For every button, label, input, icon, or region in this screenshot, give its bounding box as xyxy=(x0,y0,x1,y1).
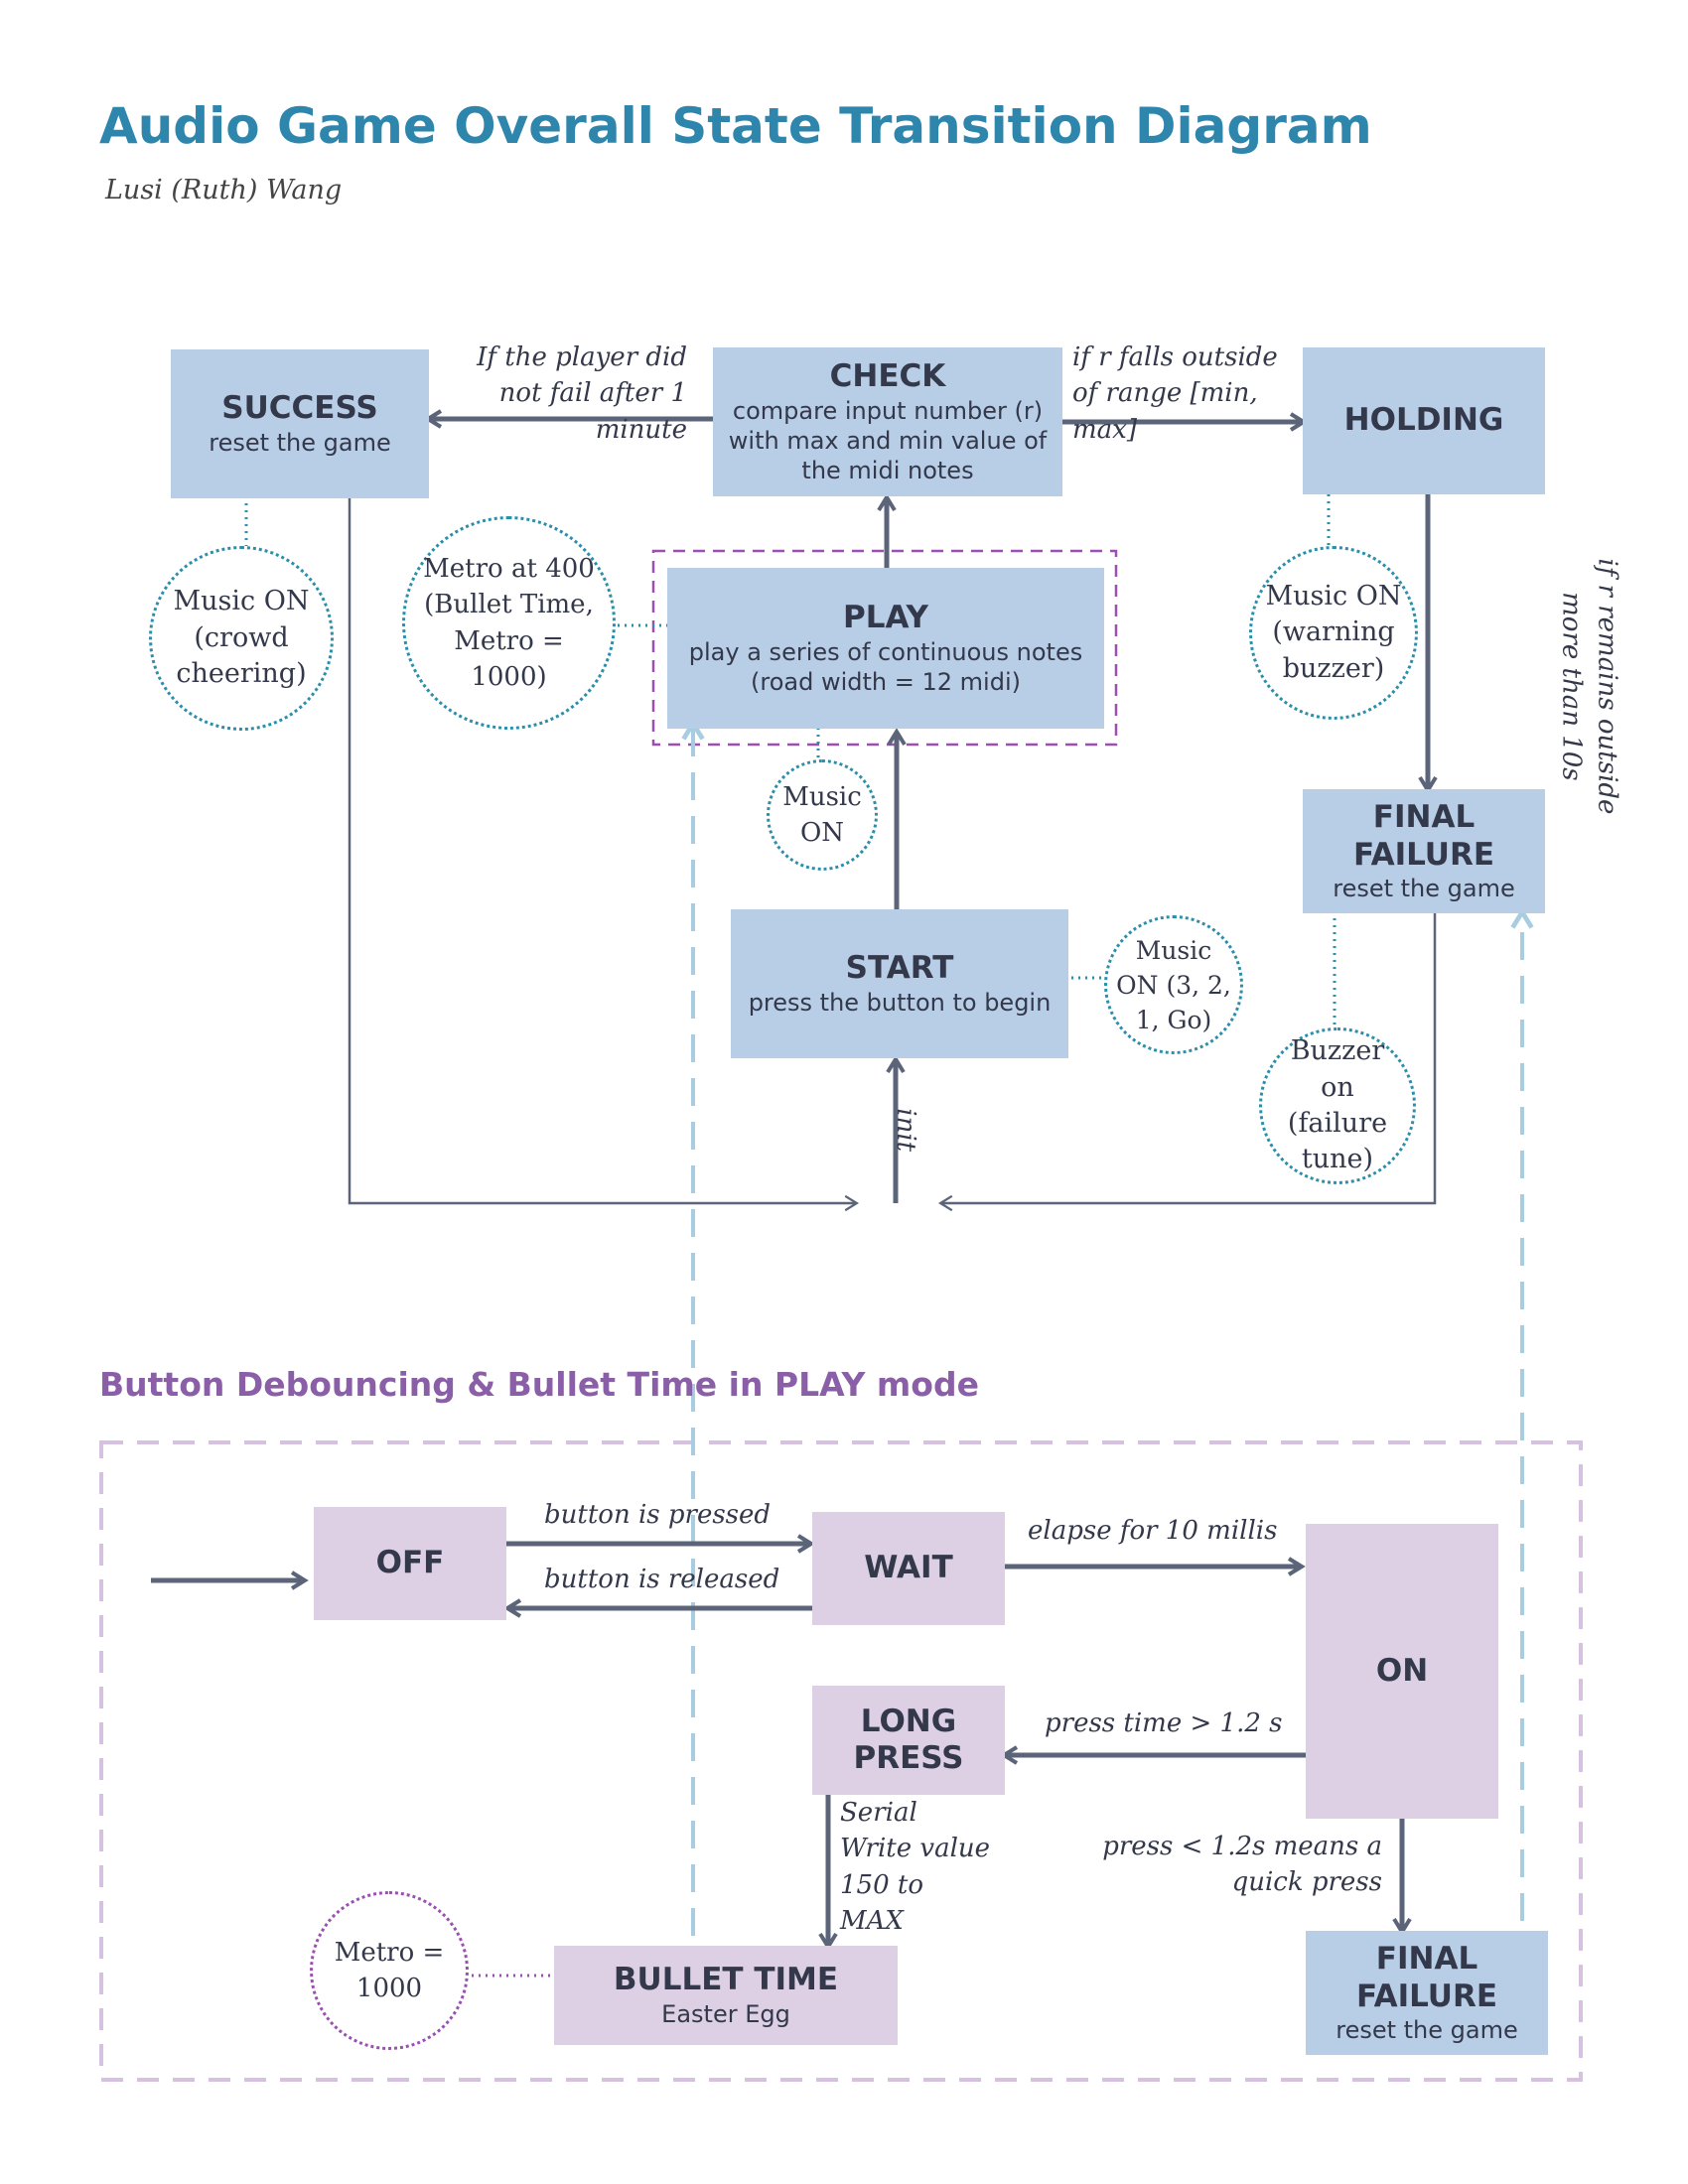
state-desc: reset the game xyxy=(209,428,391,457)
state-name: WAIT xyxy=(864,1550,953,1586)
state-name: FINAL FAILURE xyxy=(1355,1941,1497,2014)
long-press-label: press time > 1.2 s xyxy=(1045,1708,1283,1738)
section2-title: Button Debouncing & Bullet Time in PLAY … xyxy=(99,1365,979,1404)
state-name: BULLET TIME xyxy=(613,1962,839,1998)
state-final-failure-2: FINAL FAILURE reset the game xyxy=(1306,1931,1548,2055)
start-music-note: Music ON (3, 2, 1, Go) xyxy=(1104,915,1243,1054)
state-name: LONG PRESS xyxy=(853,1703,964,1776)
failure-return-line xyxy=(937,911,1437,1212)
state-name: ON xyxy=(1375,1652,1429,1689)
state-start: START press the button to begin xyxy=(731,909,1068,1058)
play-dashed-frame xyxy=(651,549,1118,747)
state-desc: reset the game xyxy=(1333,874,1515,902)
state-desc: reset the game xyxy=(1336,2015,1518,2044)
to-holding-label: if r falls outside of range [min, max] xyxy=(1072,342,1278,445)
state-long-press: LONG PRESS xyxy=(812,1686,1005,1795)
elapse-label: elapse for 10 millis xyxy=(1028,1516,1278,1546)
state-desc: compare input number (r) with max and mi… xyxy=(728,396,1048,484)
state-check: CHECK compare input number (r) with max … xyxy=(713,347,1062,496)
success-return-line xyxy=(348,496,860,1212)
state-name: FINAL FAILURE xyxy=(1352,799,1494,873)
state-wait: WAIT xyxy=(812,1512,1005,1625)
bullet-metro-note: Metro = 1000 xyxy=(310,1891,469,2050)
pressed-label: button is pressed xyxy=(544,1500,772,1530)
to-failure-label: if r remains outside more than 10s xyxy=(1556,558,1622,815)
state-name: SUCCESS xyxy=(221,390,378,427)
state-bullet-time: BULLET TIME Easter Egg xyxy=(554,1946,898,2045)
state-name: OFF xyxy=(375,1545,445,1581)
author-name: Lusi (Ruth) Wang xyxy=(105,175,343,205)
play-metro-note: Metro at 400 (Bullet Time, Metro = 1000) xyxy=(402,516,616,730)
released-label: button is released xyxy=(544,1565,780,1594)
holding-music-note: Music ON (warning buzzer) xyxy=(1249,546,1418,720)
state-desc: play a series of continuous notes (road … xyxy=(688,637,1083,696)
state-name: PLAY xyxy=(843,600,928,636)
state-on: ON xyxy=(1306,1524,1498,1819)
state-final-failure: FINAL FAILURE reset the game xyxy=(1303,789,1545,913)
quick-press-label: press < 1.2s means a quick press xyxy=(1102,1832,1382,1898)
bullet-time-section-frame xyxy=(99,1440,1583,2082)
state-name: START xyxy=(845,950,954,987)
play-music-note: Music ON xyxy=(767,759,878,871)
state-name: HOLDING xyxy=(1343,402,1504,439)
state-desc: Easter Egg xyxy=(661,1999,790,2028)
state-play: PLAY play a series of continuous notes (… xyxy=(667,568,1104,729)
state-desc: press the button to begin xyxy=(748,988,1052,1017)
state-off: OFF xyxy=(314,1507,506,1620)
state-holding: HOLDING xyxy=(1303,347,1545,494)
state-name: CHECK xyxy=(829,358,946,395)
success-music-note: Music ON (crowd cheering) xyxy=(149,546,334,731)
state-success: SUCCESS reset the game xyxy=(171,349,429,498)
failure-buzzer-note: Buzzer on (failure tune) xyxy=(1259,1027,1416,1184)
init-label: init xyxy=(891,1108,921,1153)
serial-write-label: Serial Write value 150 to MAX xyxy=(840,1798,991,1937)
page-title: Audio Game Overall State Transition Diag… xyxy=(99,97,1372,155)
to-success-label: If the player did not fail after 1 minut… xyxy=(477,342,687,445)
